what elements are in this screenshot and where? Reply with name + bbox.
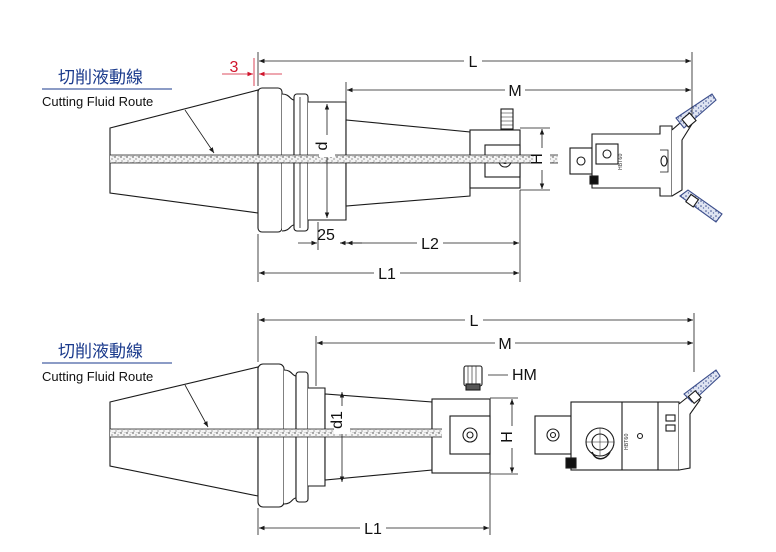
- top-insert-holder-upper: [675, 93, 717, 129]
- bottom-hm-screw: [463, 365, 483, 387]
- label-25: 25: [317, 227, 335, 244]
- label-fluid-route-cjk-top: 切削液動線: [58, 68, 143, 88]
- label-HM: HM: [512, 367, 537, 384]
- top-insert-holder-lower: [679, 189, 723, 223]
- top-coolant-route: [110, 155, 558, 163]
- label-H-top: H: [529, 153, 546, 165]
- label-head-mark-top: HBT60: [618, 153, 624, 170]
- label-H-bottom: H: [499, 431, 516, 443]
- bottom-coolant-route: [110, 429, 442, 437]
- top-view: [109, 87, 723, 233]
- label-head-mark-bottom: HBT60: [624, 433, 630, 450]
- label-fluid-route-en-bottom: Cutting Fluid Route: [42, 369, 153, 384]
- label-L2: L2: [421, 236, 439, 253]
- label-d: d: [314, 142, 331, 151]
- bottom-view: [109, 363, 721, 508]
- label-fluid-route-en-top: Cutting Fluid Route: [42, 94, 153, 109]
- label-M-bottom: M: [498, 336, 511, 353]
- label-L-bottom: L: [470, 313, 479, 330]
- top-screw: [500, 108, 514, 130]
- label-L-top: L: [469, 54, 478, 71]
- label-fluid-route-cjk-bottom: 切削液動線: [58, 342, 143, 362]
- label-L1-bottom: L1: [364, 521, 382, 538]
- label-d1: d1: [329, 411, 346, 429]
- label-L1-top: L1: [378, 266, 396, 283]
- label-red-3: 3: [230, 59, 239, 76]
- label-M-top: M: [508, 83, 521, 100]
